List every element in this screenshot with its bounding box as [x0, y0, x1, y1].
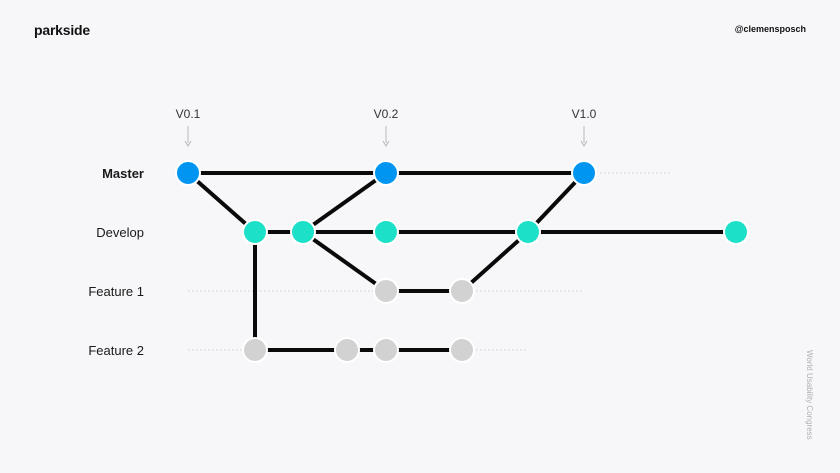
commit-edges — [186, 171, 736, 352]
arrow-down-icon — [382, 140, 390, 147]
commit-node-m2 — [373, 160, 399, 186]
branch-label-master: Master — [102, 166, 144, 181]
arrow-down-icon — [184, 140, 192, 147]
commit-node-f2d — [449, 337, 475, 363]
version-label: V1.0 — [572, 107, 597, 121]
commit-nodes — [175, 160, 749, 363]
arrow-down-icon — [580, 140, 588, 147]
edge-m1-d1 — [186, 171, 257, 234]
branch-label-feature2: Feature 2 — [88, 343, 144, 358]
commit-node-f2b — [334, 337, 360, 363]
branch-label-develop: Develop — [96, 225, 144, 240]
parkside-logo: parkside — [34, 22, 90, 38]
edge-d4-m3 — [526, 171, 586, 234]
commit-node-f1a — [373, 278, 399, 304]
commit-node-d5 — [723, 219, 749, 245]
commit-node-f1b — [449, 278, 475, 304]
commit-node-f2a — [242, 337, 268, 363]
version-label: V0.1 — [176, 107, 201, 121]
commit-node-f2c — [373, 337, 399, 363]
side-note: World Usability Congress — [805, 350, 814, 440]
commit-node-d4 — [515, 219, 541, 245]
branch-guide-lines — [188, 172, 672, 351]
edge-d2-f1a — [301, 230, 388, 293]
version-markers: V0.1 V0.2 V1.0 — [176, 107, 597, 147]
author-handle: @clemensposch — [734, 24, 806, 34]
edge-f1b-d4 — [460, 230, 530, 293]
commit-node-d3 — [373, 219, 399, 245]
commit-node-d1 — [242, 219, 268, 245]
edge-d2-m2 — [301, 171, 388, 234]
commit-node-m3 — [571, 160, 597, 186]
commit-node-m1 — [175, 160, 201, 186]
branch-label-feature1: Feature 1 — [88, 284, 144, 299]
commit-node-d2 — [290, 219, 316, 245]
version-label: V0.2 — [374, 107, 399, 121]
